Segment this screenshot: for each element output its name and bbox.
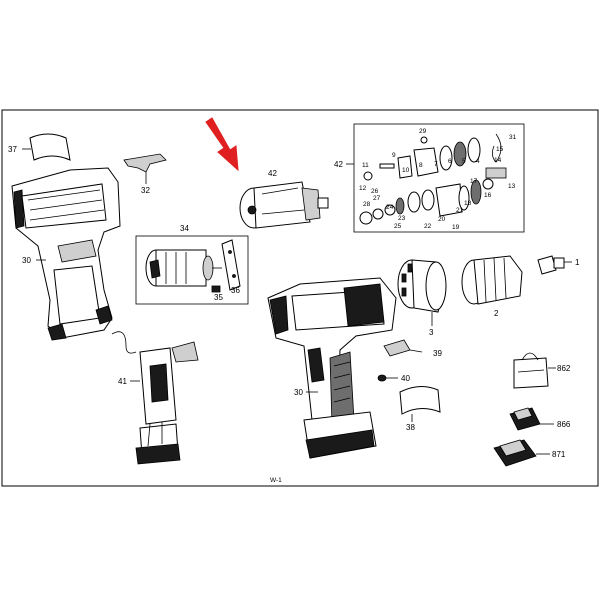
highlight-arrow (205, 117, 239, 172)
callout-28: 28 (363, 201, 371, 208)
part-2-chuck (461, 255, 523, 305)
callout-14: 14 (494, 157, 502, 164)
part-42-gearbox (239, 181, 329, 229)
callout-11: 11 (362, 162, 369, 169)
callout-40: 40 (401, 374, 410, 383)
callout-35: 35 (214, 293, 223, 302)
part-41-switch (111, 331, 199, 465)
callout-42b: 42 (334, 160, 343, 169)
part-34-motor (145, 249, 222, 287)
callout-20: 20 (438, 216, 446, 223)
callout-22: 22 (424, 223, 432, 230)
gearbox-exploded-box (353, 123, 525, 233)
callout-7: 7 (434, 161, 438, 168)
callout-19: 19 (452, 224, 460, 231)
part-30-drill-body (267, 277, 397, 459)
callout-41: 41 (118, 377, 127, 386)
callout-42a: 42 (268, 169, 277, 178)
part-862-bag (513, 352, 549, 389)
gearbox-callout-labels: 29 31 9 10 11 12 8 7 6 5 4 15 14 13 26 2… (359, 128, 517, 231)
callout-866: 866 (557, 420, 571, 429)
callout-5: 5 (462, 158, 466, 165)
part-39-clip (383, 339, 411, 357)
part-871-charger (493, 439, 537, 467)
callout-2: 2 (494, 309, 499, 318)
part-35-pinion (211, 285, 221, 293)
motor-box (135, 235, 249, 305)
callout-38: 38 (406, 423, 415, 432)
callout-862: 862 (557, 364, 571, 373)
callout-1: 1 (575, 258, 580, 267)
gearbox-exploded-parts (359, 133, 507, 225)
callout-25: 25 (394, 223, 402, 230)
part-40-screw (377, 374, 392, 382)
callout-18: 18 (464, 200, 472, 207)
part-866-battery (509, 407, 541, 431)
callout-30b: 30 (294, 388, 303, 397)
callout-39: 39 (433, 349, 442, 358)
callout-36: 36 (231, 286, 240, 295)
diagram-frame (1, 109, 599, 487)
callout-17: 17 (470, 178, 478, 185)
part-30-housing-left (11, 167, 121, 341)
part-36-plate (221, 239, 241, 291)
footer-mark: W-1 (270, 477, 282, 484)
part-32-clip (123, 153, 167, 184)
callout-8: 8 (419, 162, 423, 169)
callout-871: 871 (552, 450, 566, 459)
part-1-screw (537, 255, 565, 275)
callout-9: 9 (392, 152, 396, 159)
callout-10: 10 (402, 167, 410, 174)
part-37-label (22, 133, 71, 161)
part-3-collar (397, 259, 447, 313)
callout-15: 15 (496, 146, 504, 153)
leader-39 (409, 349, 423, 353)
callout-31: 31 (509, 134, 517, 141)
callout-37: 37 (8, 145, 17, 154)
callout-27: 27 (373, 195, 381, 202)
callout-26: 26 (371, 188, 379, 195)
callout-3: 3 (429, 328, 434, 337)
callout-34: 34 (180, 224, 189, 233)
callout-12: 12 (359, 185, 367, 192)
callout-13: 13 (508, 183, 516, 190)
callout-30a: 30 (22, 256, 31, 265)
callout-29: 29 (419, 128, 427, 135)
callout-21: 21 (456, 207, 464, 214)
callout-16: 16 (484, 192, 492, 199)
callout-6: 6 (448, 158, 452, 165)
callout-23: 23 (398, 215, 406, 222)
callout-32: 32 (141, 186, 150, 195)
part-38-label (399, 386, 441, 415)
callout-4: 4 (476, 158, 480, 165)
callout-24: 24 (386, 204, 394, 211)
